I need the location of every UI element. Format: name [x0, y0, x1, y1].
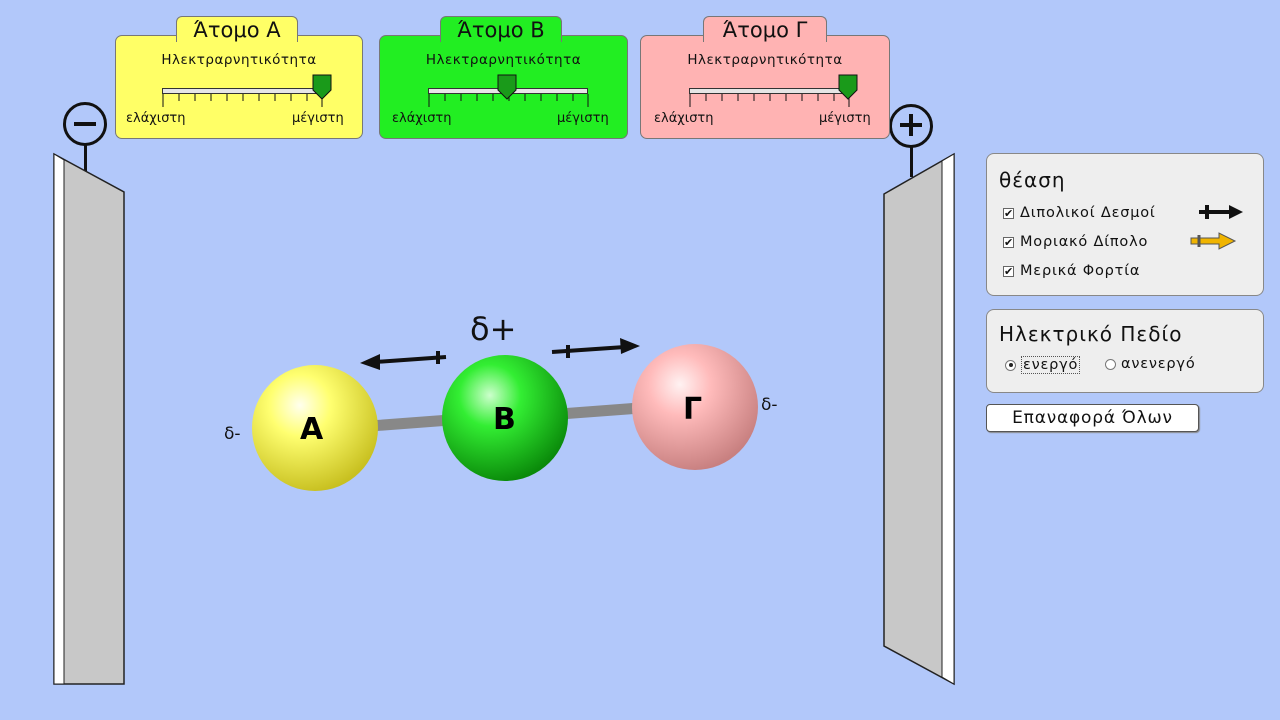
molecular-dipole-legend-icon: [1190, 232, 1237, 250]
bond-dipoles-checkbox[interactable]: ✔: [1003, 206, 1015, 220]
field-on-option[interactable]: ενεργό: [1005, 356, 1081, 374]
atom-g-sphere[interactable]: [632, 344, 758, 470]
atom-a-panel: Άτομο Α Ηλεκτραρνητικότητα ελάχιστη μέγι…: [115, 16, 363, 139]
positive-terminal-icon: [889, 104, 933, 148]
negative-terminal-icon: [63, 102, 107, 146]
atom-a-max-label: μέγιστη: [292, 111, 344, 126]
atom-a-slider-thumb[interactable]: [312, 74, 332, 100]
bond-dipoles-label: Διπολικοί Δεσμοί: [1020, 205, 1156, 221]
bond-dipoles-option[interactable]: ✔ Διπολικοί Δεσμοί: [1003, 203, 1156, 223]
partial-charges-label: Μερικά Φορτία: [1020, 263, 1141, 279]
bond-dipole-arrow-left-icon: [360, 351, 447, 370]
field-on-label: ενεργό: [1021, 356, 1081, 374]
partial-charges-checkbox[interactable]: ✔: [1003, 264, 1015, 278]
molecular-dipole-label: Μοριακό Δίπολο: [1020, 234, 1149, 250]
atom-b-min-label: ελάχιστη: [392, 111, 452, 126]
atom-b-panel: Άτομο Β Ηλεκτραρνητικότητα ελάχιστη μέγι…: [379, 16, 628, 139]
atom-g-title-tab: Άτομο Γ: [703, 16, 827, 42]
atom-b-title: Άτομο Β: [457, 18, 545, 42]
field-off-radio[interactable]: [1105, 358, 1116, 370]
right-terminal-wire: [910, 147, 913, 177]
atom-a-title-tab: Άτομο Α: [176, 16, 298, 42]
partial-charge-b: δ+: [470, 310, 517, 348]
atom-a-en-label: Ηλεκτραρνητικότητα: [161, 52, 317, 68]
atom-g-label: Γ: [683, 392, 703, 427]
atom-b-en-label: Ηλεκτραρνητικότητα: [425, 52, 582, 68]
atom-g-slider-ticks: [689, 94, 850, 107]
partial-charges-option[interactable]: ✔ Μερικά Φορτία: [1003, 261, 1140, 281]
atom-g-en-label: Ηλεκτραρνητικότητα: [687, 52, 843, 68]
view-panel-title: θέαση: [999, 168, 1066, 192]
atom-g-panel: Άτομο Γ Ηλεκτραρνητικότητα ελάχιστη μέγι…: [640, 16, 890, 139]
field-panel-title: Ηλεκτρικό Πεδίο: [999, 322, 1183, 346]
field-on-radio[interactable]: [1005, 359, 1016, 371]
atom-g-max-label: μέγιστη: [819, 111, 871, 126]
molecule-canvas: [252, 338, 758, 491]
molecular-dipole-checkbox[interactable]: ✔: [1003, 235, 1015, 249]
field-off-option[interactable]: ανενεργό: [1105, 356, 1196, 372]
partial-charge-a: δ-: [224, 424, 241, 444]
atom-b-title-tab: Άτομο Β: [440, 16, 562, 42]
atom-a-sphere[interactable]: [252, 365, 378, 491]
atom-b-slider-thumb[interactable]: [497, 74, 517, 100]
atom-a-slider-ticks: [162, 94, 323, 107]
partial-charge-g: δ-: [761, 395, 778, 415]
atom-b-max-label: μέγιστη: [557, 111, 609, 126]
view-panel: θέαση ✔ Διπολικοί Δεσμοί ✔ Μοριακό Δίπολ…: [986, 153, 1264, 296]
positive-plate: [883, 152, 955, 686]
field-off-label: ανενεργό: [1121, 356, 1196, 372]
atom-g-slider-thumb[interactable]: [838, 74, 858, 100]
reset-all-button[interactable]: Επαναφορά Όλων: [986, 404, 1199, 432]
atom-b-slider-ticks: [428, 94, 589, 107]
atom-a-min-label: ελάχιστη: [126, 111, 186, 126]
atom-b-label: B: [493, 402, 516, 437]
bond-dipole-arrow-right-icon: [551, 338, 640, 358]
bond-a-b: [369, 414, 451, 432]
molecular-dipole-option[interactable]: ✔ Μοριακό Δίπολο: [1003, 232, 1148, 252]
left-terminal-wire: [84, 145, 87, 173]
atom-a-title: Άτομο Α: [193, 18, 281, 42]
atom-a-label: A: [300, 412, 324, 447]
atom-b-sphere[interactable]: [442, 355, 568, 481]
atom-g-min-label: ελάχιστη: [654, 111, 714, 126]
bond-b-g: [559, 402, 641, 420]
bond-dipole-legend-icon: [1199, 205, 1243, 219]
negative-plate: [53, 152, 125, 685]
field-panel: Ηλεκτρικό Πεδίο ενεργό ανενεργό: [986, 309, 1264, 393]
atom-g-title: Άτομο Γ: [722, 18, 808, 42]
